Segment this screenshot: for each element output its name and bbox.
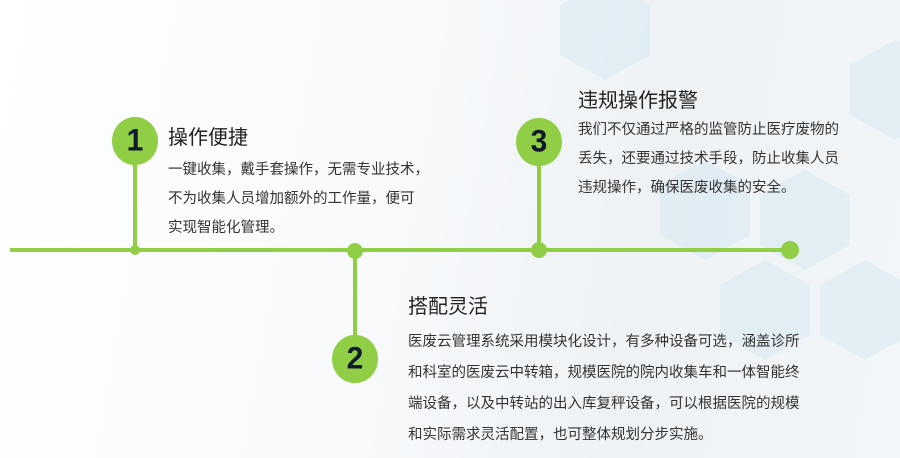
- description-line: 和实际需求灵活配置，也可整体规划分步实施。: [408, 427, 713, 443]
- step-badge-3: 3: [516, 117, 562, 167]
- description-line: 和科室的医废云中转箱，规模医院的院内收集车和一体智能终: [408, 365, 800, 381]
- background-hexagon: [660, 160, 750, 260]
- background-hexagon: [850, 40, 900, 140]
- description-line: 不为收集人员增加额外的工作量，便可: [168, 191, 415, 207]
- timeline-axis: [10, 248, 792, 252]
- connector-2: [353, 250, 357, 340]
- description-line: 违规操作，确保医废收集的安全。: [578, 180, 796, 196]
- connector-3: [537, 160, 541, 252]
- step-title-2: 搭配灵活: [408, 294, 488, 318]
- description-line: 丢失，还要通过技术手段，防止收集人员: [578, 151, 839, 167]
- background-hexagon: [560, 0, 650, 80]
- description-line: 端设备，以及中转站的出入库复秤设备，可以根据医院的规模: [408, 396, 800, 412]
- connector-1: [133, 160, 137, 252]
- background-hexagon: [820, 260, 900, 360]
- step-title-3: 违规操作报警: [578, 88, 698, 112]
- timeline-dot-3: [531, 242, 547, 258]
- description-line: 一键收集，戴手套操作，无需专业技术，: [168, 162, 429, 178]
- step-title-1: 操作便捷: [168, 125, 248, 149]
- background-hexagon: [760, 170, 850, 270]
- timeline-dot-1: [130, 245, 140, 255]
- description-line: 医废云管理系统采用模块化设计，有多种设备可选，涵盖诊所: [408, 334, 800, 350]
- step-description-2: 医废云管理系统采用模块化设计，有多种设备可选，涵盖诊所 和科室的医废云中转箱，规…: [408, 327, 800, 451]
- timeline-end-dot: [781, 241, 799, 259]
- description-line: 实现智能化管理。: [168, 220, 284, 236]
- description-line: 我们不仅通过严格的监管防止医疗废物的: [578, 122, 839, 138]
- step-description-1: 一键收集，戴手套操作，无需专业技术， 不为收集人员增加额外的工作量，便可 实现智…: [168, 156, 429, 243]
- timeline-dot-2: [347, 243, 363, 259]
- step-description-3: 我们不仅通过严格的监管防止医疗废物的 丢失，还要通过技术手段，防止收集人员 违规…: [578, 116, 839, 203]
- step-badge-2: 2: [332, 334, 378, 384]
- step-badge-1: 1: [112, 116, 158, 166]
